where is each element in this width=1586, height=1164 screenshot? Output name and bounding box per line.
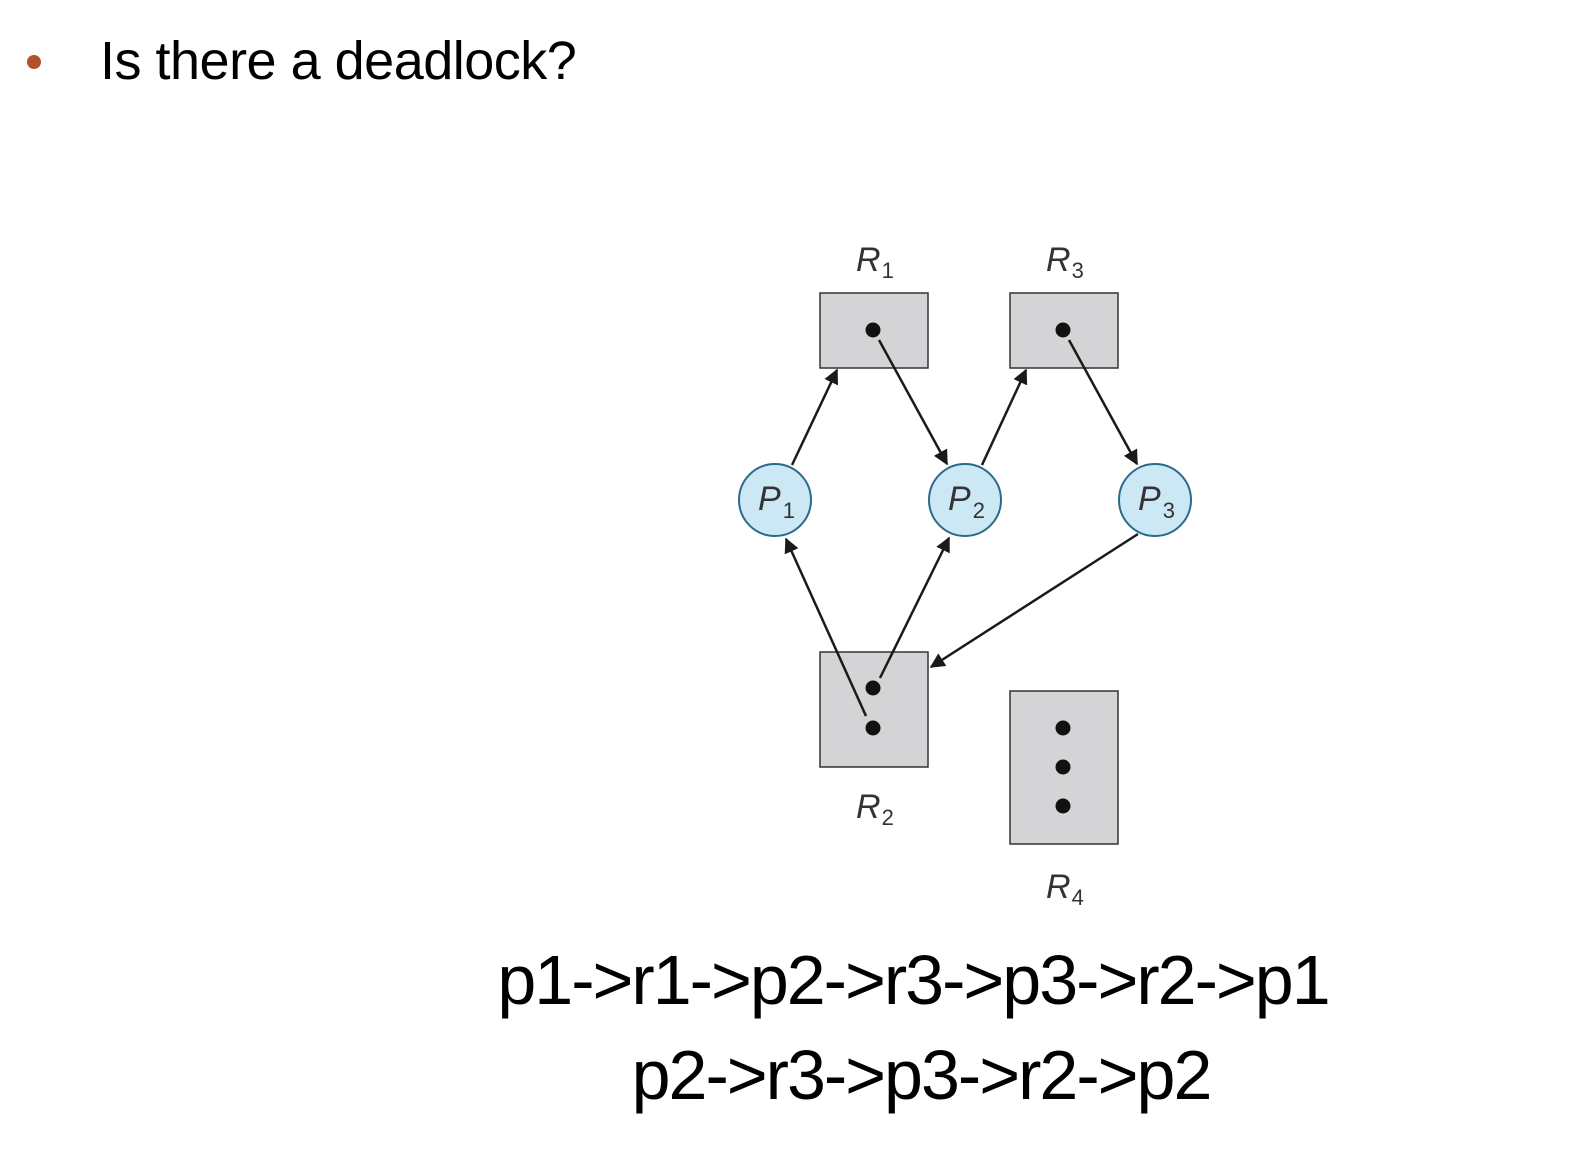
resource-r3-box <box>1009 292 1119 369</box>
resource-r2-label: R2 <box>856 788 894 830</box>
edge-p1-r1 <box>790 368 839 466</box>
process-p1-label: P1 <box>758 480 795 523</box>
edge-r2-p1 <box>784 537 868 717</box>
edge-r3-p3 <box>1067 339 1139 466</box>
r2-instance-dot <box>865 720 881 736</box>
process-p1-node <box>738 463 812 537</box>
question-text: Is there a deadlock? <box>100 31 577 91</box>
r4-instance-dot <box>1055 759 1071 775</box>
edge-p2-r3 <box>980 368 1028 466</box>
r4-instance-dot <box>1055 798 1071 814</box>
process-p2-label: P2 <box>948 480 985 523</box>
process-p3-node <box>1118 463 1192 537</box>
bullet-point: Is there a deadlock? <box>0 0 1586 120</box>
cycle-path-2: p2->r3->p3->r2->p2 <box>631 1036 1213 1114</box>
r2-instance-dot <box>865 680 881 696</box>
cycle-path-1: p1->r1->p2->r3->p3->r2->p1 <box>497 941 1330 1019</box>
process-p3-label: P3 <box>1138 480 1175 523</box>
bullet-dot-icon <box>27 55 41 69</box>
resource-r3-label: R3 <box>1046 241 1084 283</box>
resource-r2-box <box>819 651 929 768</box>
r4-instance-dot <box>1055 720 1071 736</box>
resource-r1-label: R1 <box>856 241 894 283</box>
edge-p3-r2 <box>929 532 1139 669</box>
process-p2-node <box>928 463 1002 537</box>
edge-r2-p2 <box>878 536 951 679</box>
r1-instance-dot <box>865 322 881 338</box>
edge-r1-p2 <box>877 339 949 466</box>
r3-instance-dot <box>1055 322 1071 338</box>
resource-r4-label: R4 <box>1046 868 1084 910</box>
